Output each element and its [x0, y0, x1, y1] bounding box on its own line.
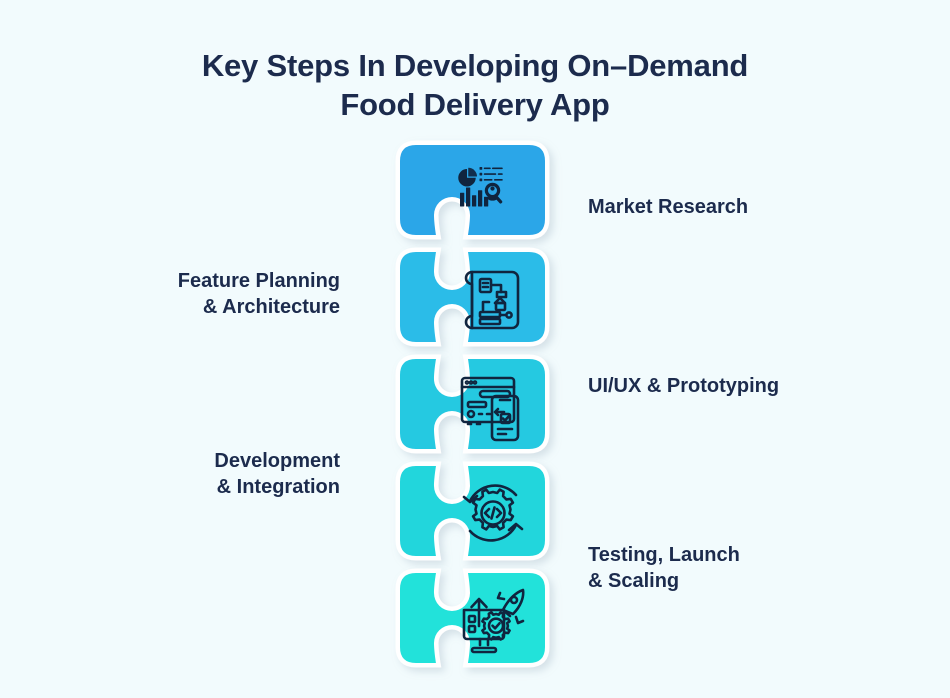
- puzzle-piece-5[interactable]: [400, 573, 545, 663]
- page-title-line-1: Key Steps In Developing On–Demand: [201, 48, 749, 83]
- market-research-icon: [458, 167, 503, 207]
- step-label-3-line-1: UI/UX & Prototyping: [588, 375, 780, 397]
- rocket-launch-monitor-icon: [462, 588, 525, 654]
- wireframe-prototype-icon: [460, 376, 520, 442]
- page-title-line-2: Food Delivery App: [340, 87, 610, 122]
- blueprint-architecture-icon: [464, 270, 520, 330]
- puzzle-piece-3[interactable]: [400, 359, 545, 449]
- puzzle-piece-1[interactable]: [400, 145, 545, 235]
- step-label-5-line-2: & Scaling: [588, 570, 680, 592]
- step-label-1-line-1: Market Research: [588, 196, 749, 218]
- step-label-2-line-2: & Architecture: [202, 296, 340, 318]
- step-label-5: Testing, Launch & Scaling: [588, 542, 740, 594]
- step-label-2-line-1: Feature Planning: [177, 270, 340, 292]
- step-label-5-line-1: Testing, Launch: [588, 544, 740, 566]
- step-label-4: Development & Integration: [214, 448, 340, 500]
- puzzle-piece-4[interactable]: [400, 466, 545, 556]
- step-label-4-line-2: & Integration: [216, 476, 340, 498]
- step-label-2: Feature Planning & Architecture: [178, 268, 340, 320]
- puzzle-piece-2[interactable]: [400, 252, 545, 342]
- step-label-3: UI/UX & Prototyping: [588, 373, 779, 399]
- page-title: Key Steps In Developing On–Demand Food D…: [0, 46, 950, 124]
- gear-code-icon: [462, 484, 524, 542]
- step-label-1: Market Research: [588, 194, 748, 220]
- step-label-4-line-1: Development: [214, 450, 340, 472]
- puzzle-piece-stack: [388, 145, 558, 665]
